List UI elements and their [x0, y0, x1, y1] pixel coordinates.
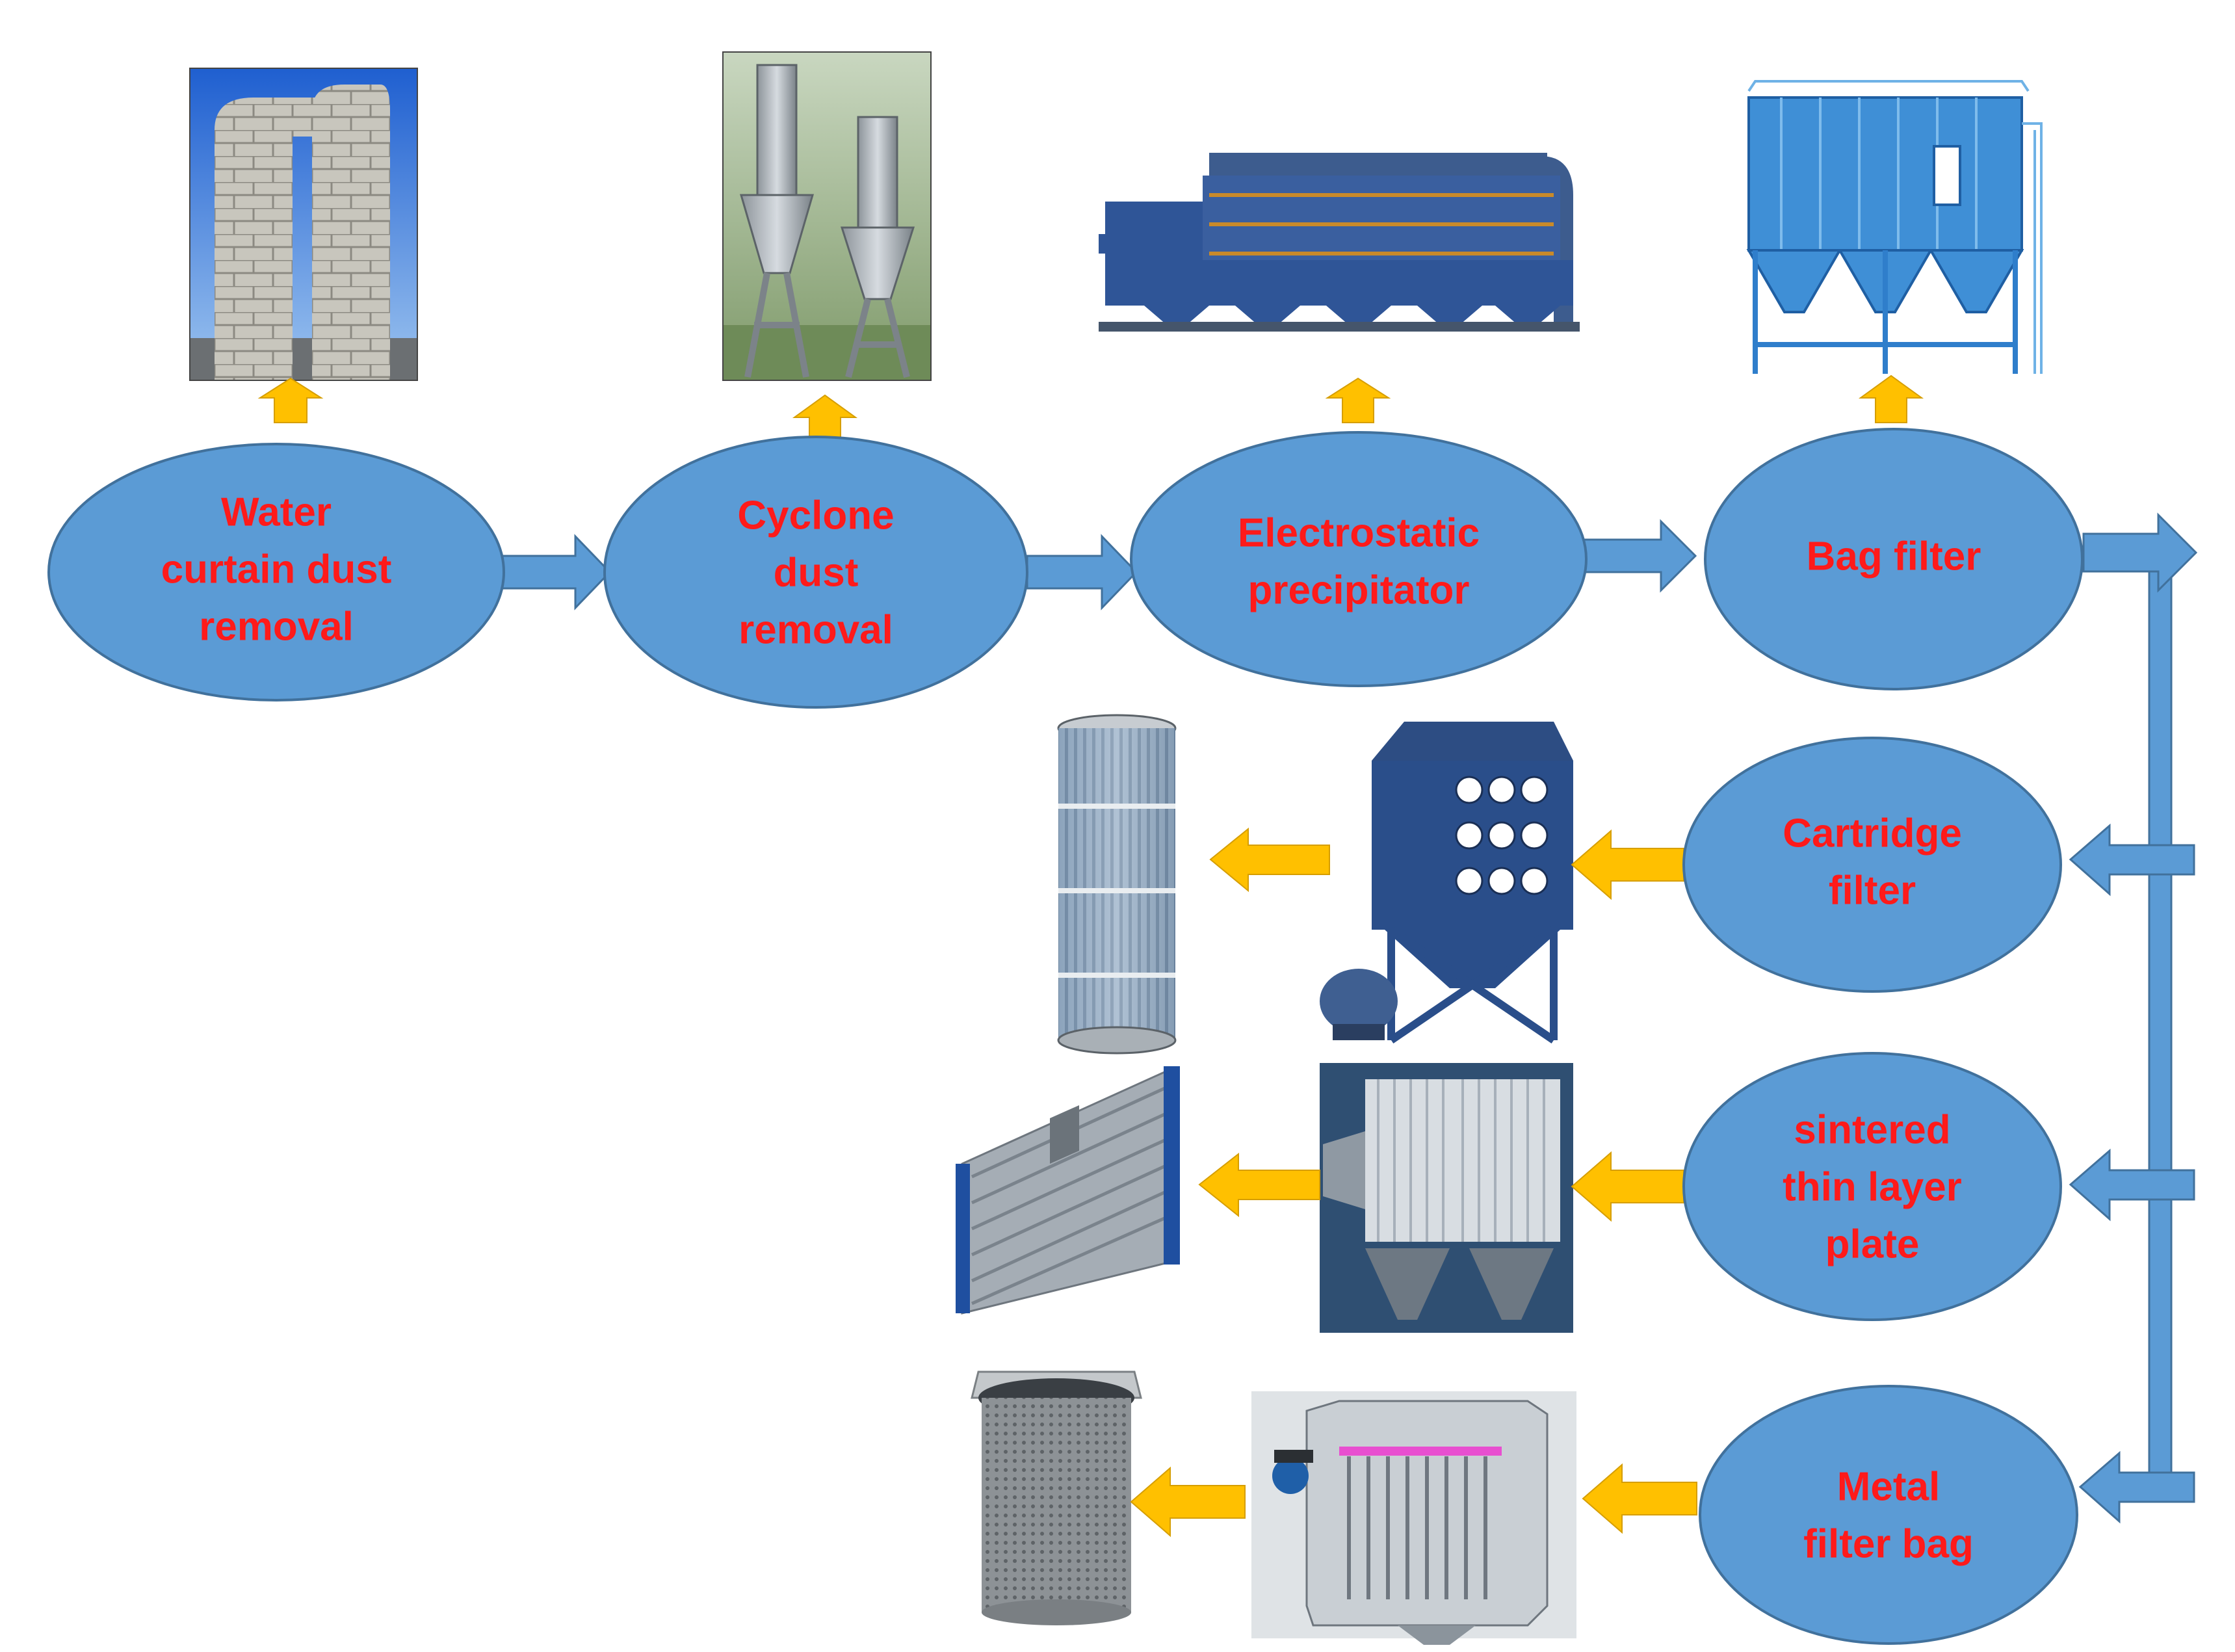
process-nodes	[47, 428, 2084, 1645]
image-pointer-arrows	[257, 374, 1924, 1538]
left-arrow-cartridge-a	[1571, 829, 1684, 900]
node-label-cyclone-line-2: dust	[774, 550, 859, 595]
node-label-cyclone-line-3: removal	[738, 607, 893, 652]
node-labels: Water curtain dust removal Cyclone dust remov…	[161, 490, 1981, 1566]
node-label-cartridge-line-2: filter	[1829, 868, 1916, 913]
node-label-sintered-line-3: plate	[1825, 1222, 1920, 1266]
left-arrow-sintered-b	[1198, 1152, 1320, 1218]
branch-arrow-cartridge	[2069, 823, 2195, 897]
node-bag-filter	[1704, 428, 2084, 690]
branch-flow-system	[2069, 512, 2198, 1524]
metal-bag-collector-image	[1251, 1391, 1576, 1645]
node-label-electrostatic-line-1: Electrostatic	[1238, 510, 1480, 555]
water-curtain-tower-image	[189, 68, 418, 381]
flow-arrow-1	[499, 534, 612, 610]
flow-arrow-2	[1026, 534, 1138, 610]
node-label-cyclone-line-1: Cyclone	[737, 493, 894, 538]
node-label-metal-line-1: Metal	[1837, 1464, 1940, 1509]
node-label-cartridge-line-1: Cartridge	[1783, 811, 1962, 856]
sintered-plate-collector-image	[1320, 1063, 1573, 1333]
cyclone-separators-image	[722, 51, 932, 381]
metal-filter-bag-element-image	[971, 1370, 1142, 1625]
node-label-bag-line-1: Bag filter	[1807, 534, 1981, 579]
flow-arrow-3	[1582, 519, 1697, 593]
sintered-plate-element-image	[956, 1066, 1180, 1315]
node-label-water-line-2: curtain dust	[161, 547, 392, 592]
baghouse-image	[1746, 80, 2043, 374]
branch-arrow-sintered	[2069, 1148, 2195, 1222]
node-cartridge	[1682, 737, 2062, 993]
node-cyclone	[603, 436, 1028, 709]
node-metal-bag	[1699, 1385, 2078, 1645]
node-label-sintered-line-2: thin layer	[1783, 1164, 1962, 1209]
node-label-water-line-1: Water	[221, 490, 332, 534]
branch-arrow-top	[2082, 512, 2198, 593]
branch-arrow-metal	[2078, 1450, 2195, 1524]
up-arrow-water	[257, 377, 324, 423]
left-arrow-metal-a	[1582, 1463, 1697, 1534]
up-arrow-cyclone	[792, 394, 858, 443]
node-water-curtain	[47, 443, 505, 701]
main-flow-arrows	[499, 519, 1697, 610]
electrostatic-precipitator-image	[1099, 153, 1580, 332]
node-label-metal-line-2: filter bag	[1803, 1521, 1974, 1566]
up-arrow-bag	[1858, 374, 1924, 423]
up-arrow-electrostatic	[1325, 377, 1391, 423]
cartridge-dust-collector-image	[1320, 722, 1573, 1043]
node-label-sintered-line-1: sintered	[1794, 1107, 1950, 1152]
node-sintered	[1682, 1052, 2062, 1321]
filter-cartridge-element-image	[1057, 714, 1177, 1055]
node-label-water-line-3: removal	[199, 604, 354, 649]
left-arrow-sintered-a	[1571, 1151, 1684, 1222]
left-arrow-cartridge-b	[1209, 827, 1330, 893]
node-electrostatic	[1130, 431, 1588, 687]
node-label-electrostatic-line-2: precipitator	[1248, 568, 1469, 612]
left-arrow-metal-b	[1130, 1466, 1246, 1538]
vertical-flow-pipe	[2148, 568, 2173, 1497]
